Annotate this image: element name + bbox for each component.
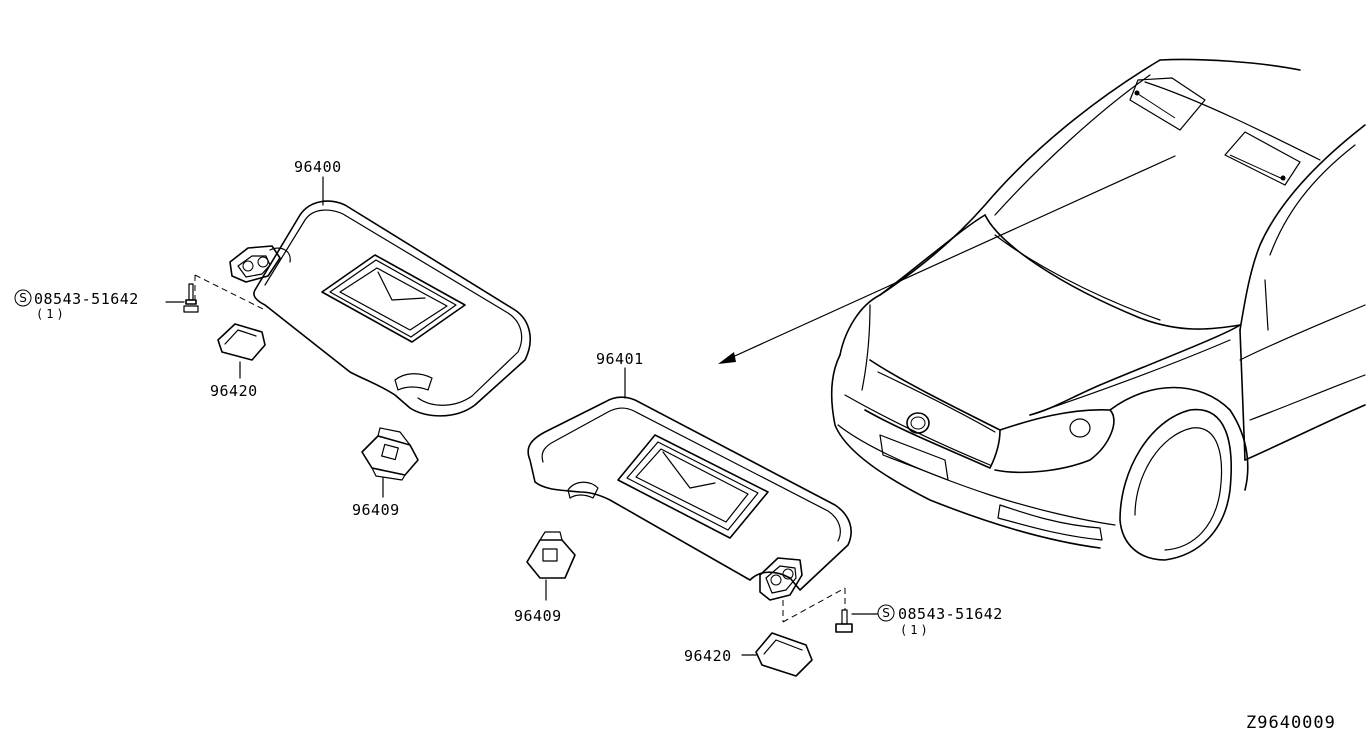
location-arrow — [718, 155, 1176, 364]
screw-left — [165, 274, 266, 313]
label-cover-right: 96420 — [684, 647, 732, 665]
sun-visor-left — [229, 200, 531, 417]
qty-screw-left: (1) — [36, 307, 67, 321]
visor-holder-right — [526, 531, 576, 601]
screw-s-symbol-circle — [877, 604, 895, 622]
screw-s-symbol: S — [19, 291, 27, 305]
screw-s-symbol-circle — [14, 289, 32, 307]
screw-s-symbol: S — [882, 606, 890, 620]
callout-screw-right: S 08543-51642 (1) — [877, 604, 1003, 637]
label-cover-left: 96420 — [210, 382, 258, 400]
visor-cover-right — [741, 632, 813, 677]
label-holder-right: 96409 — [514, 607, 562, 625]
car-illustration — [830, 58, 1366, 561]
screw-right — [782, 587, 879, 633]
label-visor-left: 96400 — [294, 158, 342, 176]
label-visor-right: 96401 — [596, 350, 644, 368]
label-screw-right: 08543-51642 — [898, 605, 1003, 623]
diagram-code: Z9640009 — [1246, 713, 1336, 733]
sun-visor-right — [527, 396, 852, 601]
callout-screw-left: S 08543-51642 (1) — [14, 289, 139, 321]
visor-cover-left — [217, 323, 266, 379]
visor-holder-left — [361, 427, 419, 498]
label-screw-left: 08543-51642 — [34, 290, 139, 308]
label-holder-left: 96409 — [352, 501, 400, 519]
qty-screw-right: (1) — [900, 623, 931, 637]
